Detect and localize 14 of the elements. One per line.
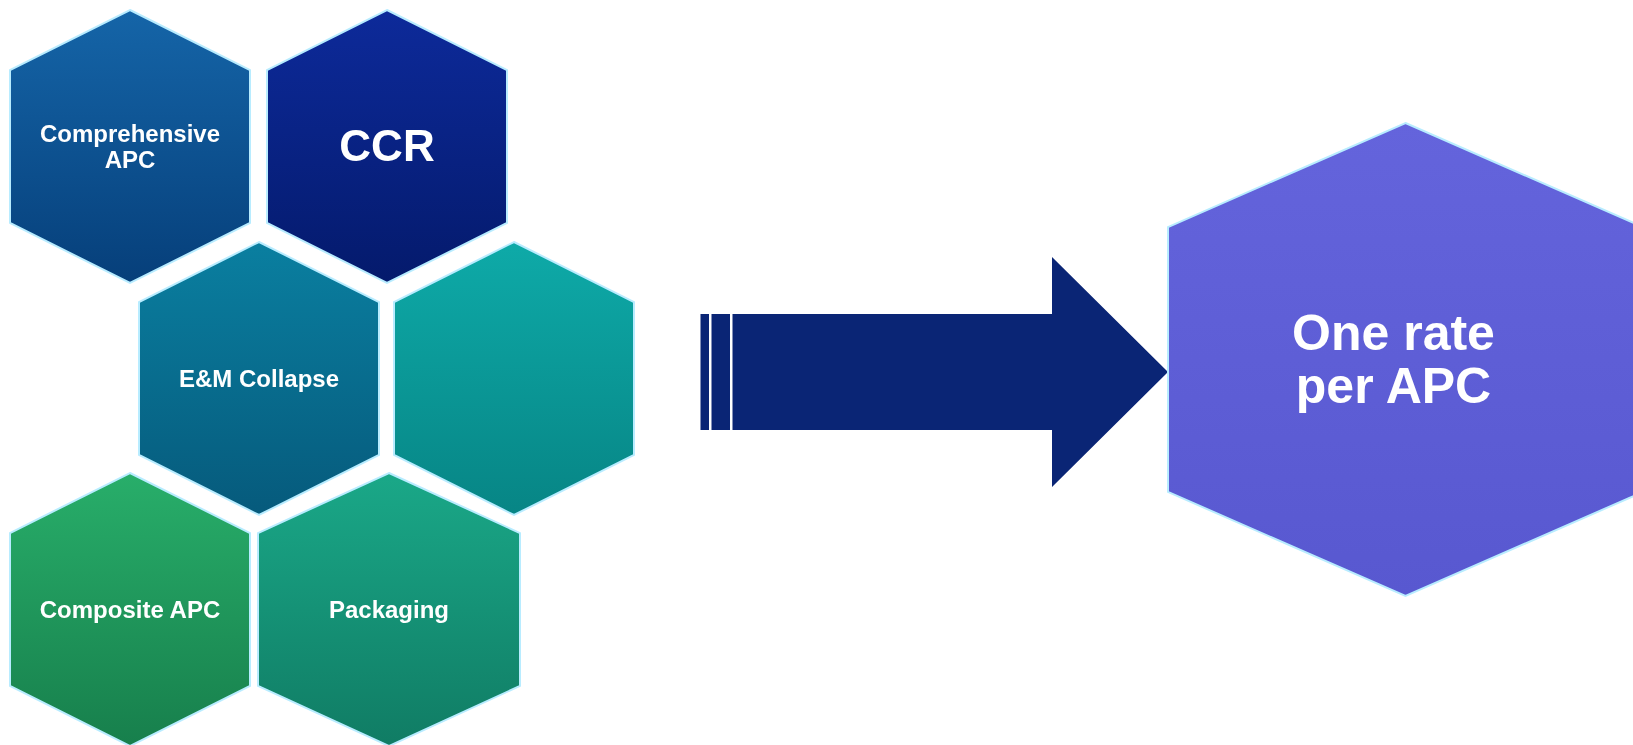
block-arrow — [698, 257, 1168, 487]
hexagon-tile — [394, 242, 634, 515]
tile-label: One rate per APC — [1291, 307, 1496, 412]
tile-label: E&M Collapse — [179, 365, 339, 392]
tile-label: Comprehensive APC — [38, 121, 221, 172]
hexagon-tile — [258, 473, 520, 745]
hexagon-tile — [1168, 123, 1633, 596]
tile-label: Composite APC — [39, 596, 221, 623]
tile-label: Packaging — [328, 596, 449, 623]
hexagon-tile — [10, 473, 250, 745]
hexagon-tile — [267, 10, 507, 283]
hexagon-tile — [10, 10, 250, 283]
hexagon-tile — [139, 242, 379, 515]
tile-label: CCR — [339, 123, 435, 170]
